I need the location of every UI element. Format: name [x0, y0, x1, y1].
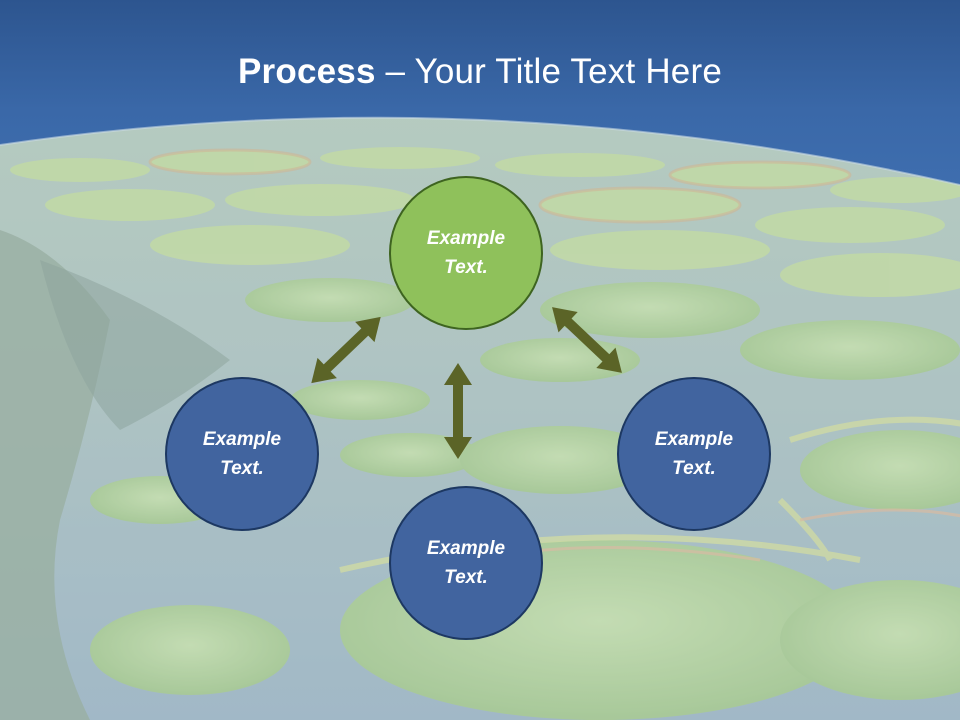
process-node-left[interactable]: Example Text. — [165, 377, 319, 531]
double-arrow-icon — [311, 307, 622, 459]
node-text: Example Text. — [654, 429, 734, 479]
node-text: Example Text. — [426, 228, 506, 278]
title-bold: Process — [238, 52, 376, 91]
title-rest: – Your Title Text Here — [375, 52, 722, 91]
node-text: Example Text. — [426, 538, 506, 588]
slide-title: Process – Your Title Text Here — [0, 52, 960, 92]
process-node-bottom[interactable]: Example Text. — [389, 486, 543, 640]
process-node-top[interactable]: Example Text. — [389, 176, 543, 330]
node-text: Example Text. — [202, 429, 282, 479]
process-node-right[interactable]: Example Text. — [617, 377, 771, 531]
